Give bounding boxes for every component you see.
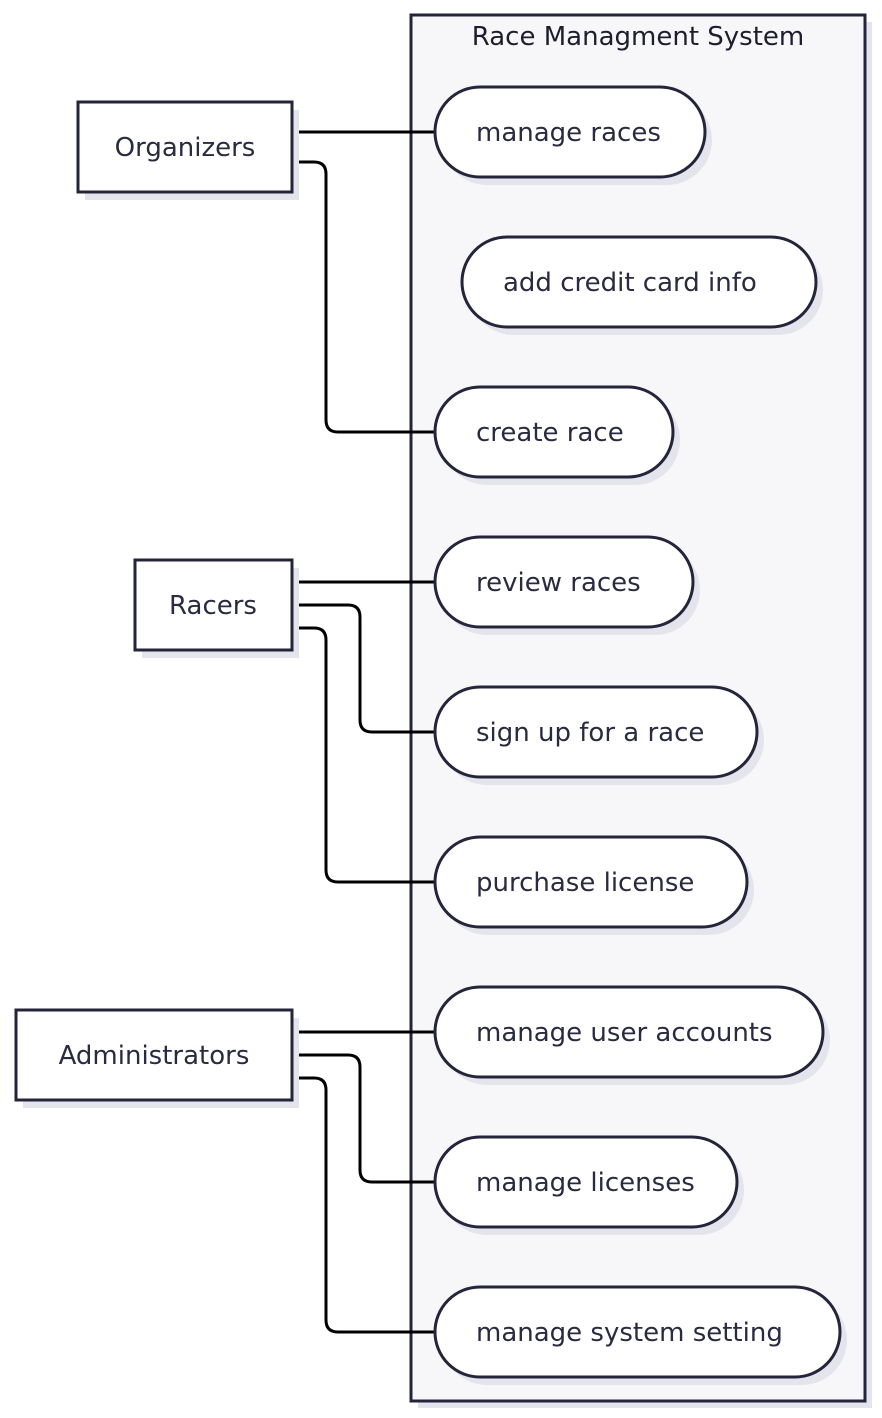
use-case-label: manage system setting [476, 1318, 783, 1348]
edges [292, 130, 434, 1334]
use-case-add-credit-card-info: add credit card info [460, 235, 823, 335]
actor-administrators: Administrators [14, 1008, 299, 1108]
use-case-label: add credit card info [503, 268, 757, 298]
actor-racers: Racers [133, 558, 299, 658]
use-case-manage-licenses: manage licenses [433, 1135, 744, 1235]
use-case-label: manage licenses [476, 1168, 695, 1198]
use-case-create-race: create race [433, 385, 680, 485]
use-case-manage-user-accounts: manage user accounts [433, 985, 830, 1085]
use-case-label: manage user accounts [476, 1018, 773, 1048]
use-case-label: review races [476, 568, 641, 598]
actor-label: Administrators [59, 1041, 250, 1071]
edge-admins-manage-licenses [292, 1053, 434, 1184]
use-case-manage-races: manage races [433, 85, 712, 185]
use-case-manage-system-setting: manage system setting [433, 1285, 847, 1385]
edge-racers-purchase-license [292, 626, 434, 884]
system-title: Race Managment System [472, 22, 804, 52]
use-case-purchase-license: purchase license [433, 835, 754, 935]
actor-label: Racers [169, 591, 257, 621]
use-case-label: create race [476, 418, 624, 448]
use-case-review-races: review races [433, 535, 700, 635]
edge-racers-sign-up [292, 603, 434, 734]
use-case-label: purchase license [476, 868, 694, 898]
actor-organizers: Organizers [76, 100, 299, 200]
edge-organizers-create-race [292, 160, 434, 434]
use-case-sign-up-for-a-race: sign up for a race [433, 685, 764, 785]
edge-admins-manage-system-setting [292, 1076, 434, 1334]
actor-label: Organizers [115, 133, 256, 163]
use-case-label: manage races [476, 118, 661, 148]
use-case-label: sign up for a race [476, 718, 704, 748]
